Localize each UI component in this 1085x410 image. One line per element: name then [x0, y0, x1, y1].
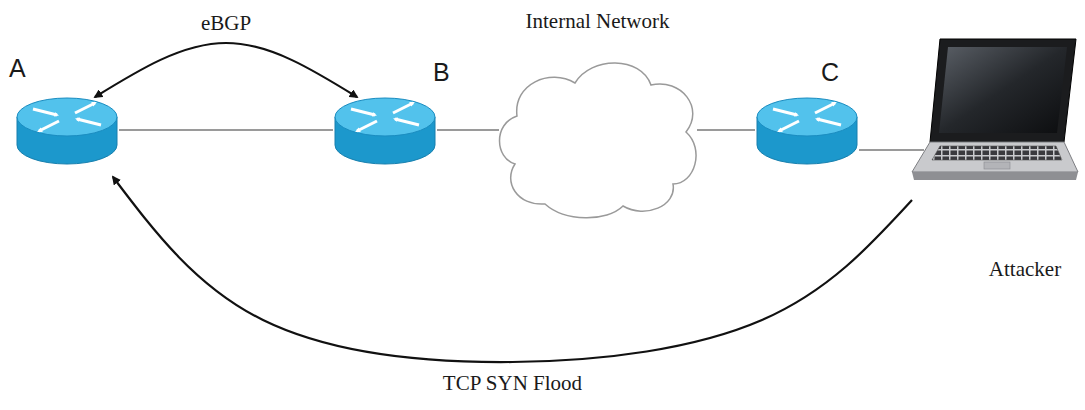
- router-icon: [333, 95, 437, 167]
- router-node: A: [15, 95, 119, 167]
- laptop-screen: [939, 47, 1067, 133]
- cloud-outline: [500, 63, 697, 218]
- laptop-touchpad: [984, 162, 1010, 169]
- router-arrow: [351, 109, 375, 115]
- router-top: [335, 98, 435, 136]
- router-label: A: [9, 55, 26, 83]
- laptop-edge: [912, 172, 1078, 180]
- network-link: [859, 149, 924, 151]
- router-label: C: [821, 59, 839, 87]
- router-icon: [15, 95, 119, 167]
- router-arrow: [779, 121, 799, 131]
- attacker-laptop: Attacker: [910, 36, 1080, 186]
- router-node: C: [755, 95, 859, 167]
- network-link: [119, 129, 333, 131]
- network-link: [697, 129, 755, 131]
- router-arrow: [75, 103, 95, 113]
- attack-arrow: [113, 177, 912, 362]
- router-icon: [755, 95, 859, 167]
- laptop-lid: [930, 39, 1076, 142]
- router-label: B: [433, 59, 450, 87]
- edge-label: TCP SYN Flood: [439, 372, 586, 395]
- router-arrow: [39, 121, 59, 131]
- router-arrow: [77, 119, 101, 125]
- router-arrow: [815, 103, 835, 113]
- router-top: [17, 98, 117, 136]
- network-cloud: Internal Network: [495, 52, 700, 220]
- router-arrow: [357, 121, 377, 131]
- network-link: [437, 129, 499, 131]
- node-label: Attacker: [960, 258, 1085, 281]
- edge-label: eBGP: [197, 12, 255, 35]
- router-arrow: [33, 109, 57, 115]
- laptop-keyboard: [932, 146, 1062, 160]
- router-arrow: [773, 109, 797, 115]
- cloud-icon: [495, 52, 700, 220]
- router-arrow: [817, 119, 841, 125]
- laptop-base: [912, 142, 1078, 172]
- node-label: Internal Network: [495, 10, 700, 33]
- attack-arrow: [95, 43, 357, 97]
- router-arrow: [395, 119, 419, 125]
- router-top: [757, 98, 857, 136]
- router-arrow: [393, 103, 413, 113]
- router-node: B: [333, 95, 437, 167]
- laptop-icon: [910, 36, 1080, 186]
